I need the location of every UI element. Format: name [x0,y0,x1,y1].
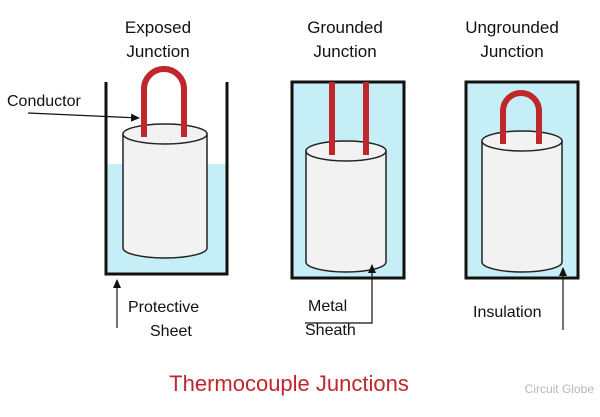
exposed-cylinder [122,123,208,259]
exposed-title-line2: Junction [126,42,189,61]
watermark: Circuit Globe [525,382,595,396]
ungrounded-conductor [500,90,542,144]
ungrounded-title-line1: Ungrounded [465,18,559,37]
grounded-title-line1: Grounded [307,18,383,37]
protective-label-line1: Protective [128,299,199,316]
conductor-arrow [27,112,140,122]
metal-sheath-arrow [305,264,376,324]
exposed-conductor [141,66,187,137]
conductor-label: Conductor [7,93,81,110]
metal-label-line1: Metal [308,298,347,315]
ungrounded-cylinder [481,130,563,273]
exposed-junction [104,66,229,276]
ungrounded-title-line2: Junction [480,42,543,61]
grounded-cylinder [305,140,387,273]
grounded-title-line2: Junction [313,42,376,61]
protective-label-line2: Sheet [150,323,192,340]
ungrounded-junction [464,80,580,280]
exposed-title-line1: Exposed [125,18,191,37]
exposed-container-wall [104,82,229,276]
metal-label-line2: Sheath [305,322,356,339]
grounded-junction [290,80,406,280]
insulation-label: Insulation [473,304,542,321]
diagram-title: Thermocouple Junctions [169,371,409,396]
